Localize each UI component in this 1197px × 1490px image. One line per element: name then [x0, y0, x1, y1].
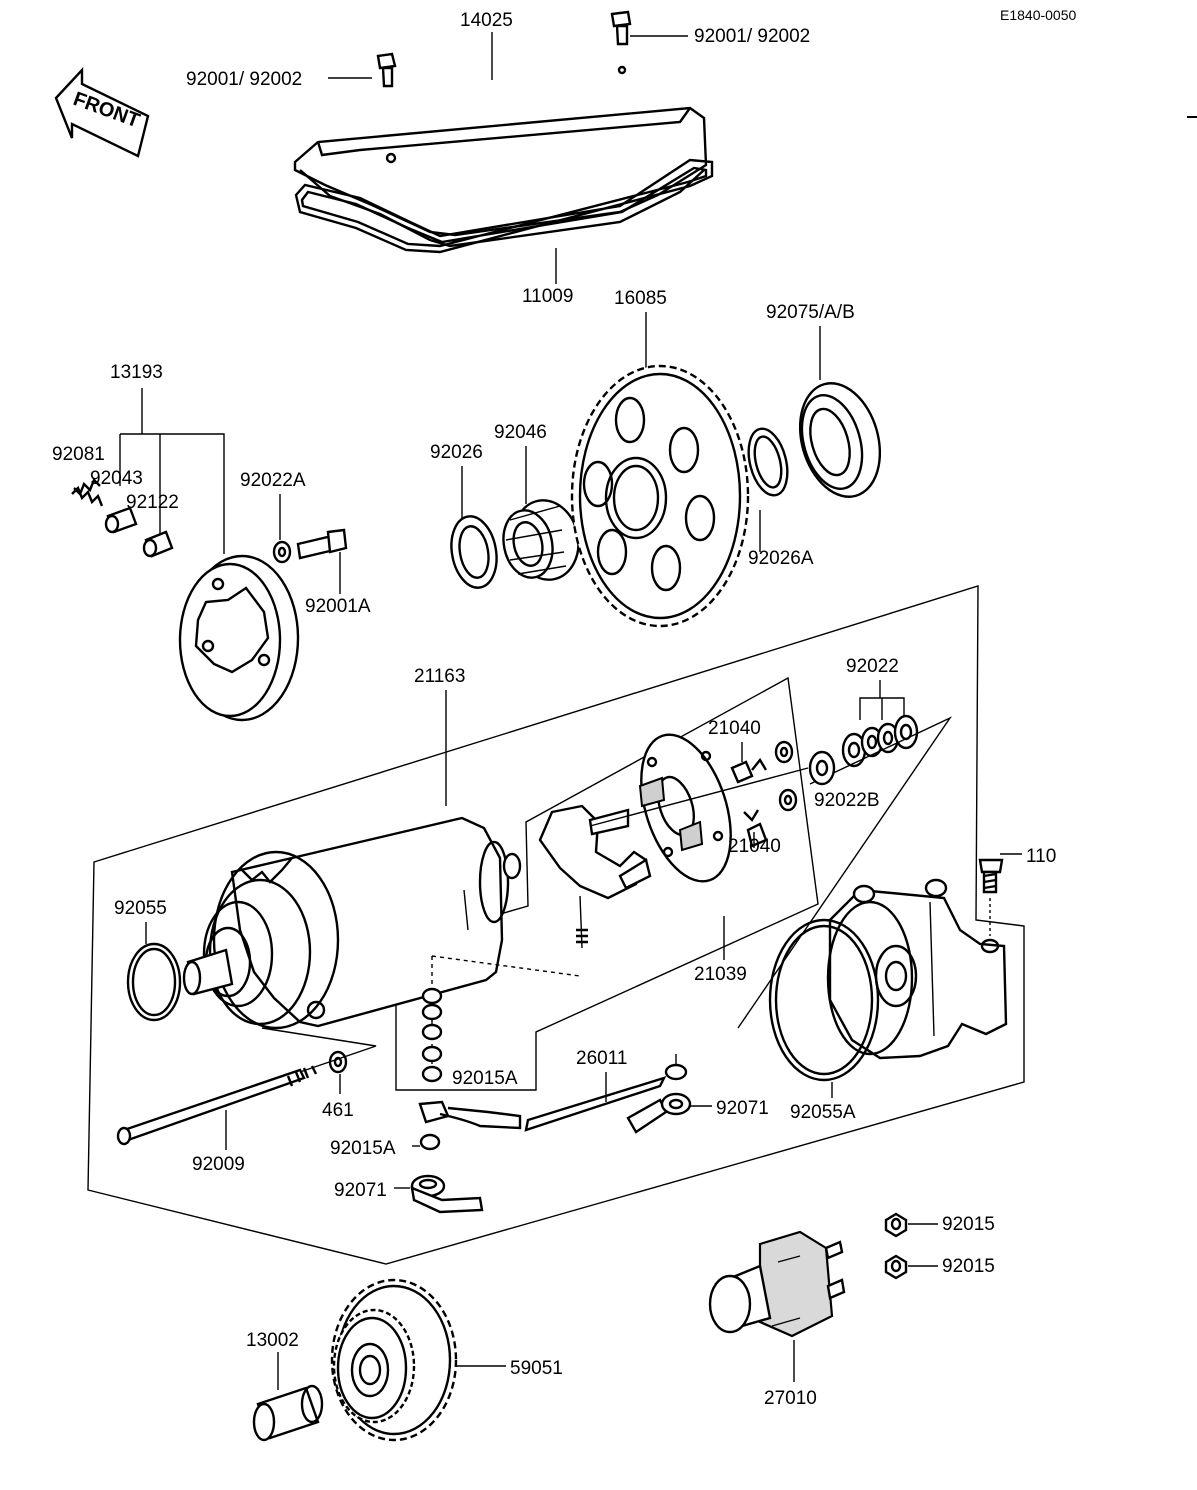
- label-92055: 92055: [114, 898, 167, 919]
- cylinder-head-cover: [293, 65, 708, 248]
- label-92015-lower: 92015: [942, 1256, 995, 1277]
- label-92026A: 92026A: [748, 548, 814, 569]
- terminal-nut-a: [774, 740, 794, 764]
- label-92081: 92081: [52, 444, 105, 465]
- o-ring-92055A: [768, 918, 880, 1082]
- banjo-bolt-92071-left: [410, 1174, 484, 1214]
- plunger-92043: [104, 506, 138, 534]
- through-bolt-bracket: [261, 1027, 377, 1073]
- label-26011: 26011: [576, 1048, 627, 1069]
- spring-92081: [71, 477, 104, 507]
- label-92075-A-B: 92075/A/B: [766, 302, 855, 323]
- label-92022A: 92022A: [240, 470, 306, 491]
- washer-92022A: [272, 540, 292, 564]
- nut-92015-lower: [884, 1254, 908, 1280]
- label-27010: 27010: [764, 1388, 817, 1409]
- label-92022: 92022: [846, 656, 899, 677]
- roller-92122: [142, 530, 174, 558]
- label-92071-right: 92071: [716, 1098, 769, 1119]
- lead-wire-26011: [418, 1054, 688, 1132]
- washer-stack-92022: [841, 714, 919, 768]
- label-13193: 13193: [110, 362, 163, 383]
- label-21163: 21163: [414, 666, 465, 687]
- label-92001A: 92001A: [305, 596, 371, 617]
- starter-relay-27010: [708, 1230, 846, 1338]
- washer-92026A: [747, 427, 789, 497]
- cover-gasket: [294, 158, 714, 254]
- terminal-nut-b: [778, 788, 798, 812]
- label-14025: 14025: [460, 10, 513, 31]
- label-92043: 92043: [90, 468, 143, 489]
- label-92055A: 92055A: [790, 1102, 856, 1123]
- nut-92015-upper: [884, 1212, 908, 1238]
- label-92001-92002-top-right: 92001/ 92002: [694, 26, 810, 47]
- label-11009: 11009: [522, 286, 573, 307]
- bolt-110: [978, 858, 1004, 894]
- label-92046: 92046: [494, 422, 547, 443]
- shaft-13002: [252, 1384, 324, 1442]
- label-92022B: 92022B: [814, 790, 880, 811]
- label-92026: 92026: [430, 442, 483, 463]
- terminal-washer-stack: [421, 987, 443, 1083]
- washer-92026: [450, 515, 498, 589]
- leader-13193-bracket: [120, 433, 225, 554]
- banjo-bolt-92071-right: [626, 1092, 712, 1134]
- diagram-code: E1840-0050: [1000, 7, 1077, 23]
- terminal-axis-h: [431, 955, 581, 977]
- label-92071-left: 92071: [334, 1180, 387, 1201]
- label-92015A-upper: 92015A: [452, 1068, 518, 1089]
- washer-461: [328, 1050, 348, 1074]
- label-110: 110: [1026, 846, 1056, 867]
- front-arrow-icon: FRONT: [54, 66, 150, 158]
- starter-clutch-housing: [178, 554, 300, 722]
- cover-bolt-left: [376, 52, 397, 88]
- starter-gear-16085: [570, 364, 750, 628]
- nut-92015A-lower: [419, 1133, 441, 1151]
- label-461: 461: [322, 1100, 354, 1121]
- label-21040-bottom: 21040: [728, 836, 781, 857]
- washer-92022B: [808, 750, 836, 786]
- starter-end-cover: [826, 878, 1008, 1060]
- label-92001-92002-top-left: 92001/ 92002: [186, 69, 302, 90]
- needle-bearing-92046: [502, 499, 580, 581]
- label-21040-top: 21040: [708, 718, 761, 739]
- spacer-92075: [798, 382, 882, 498]
- label-92015A-lower: 92015A: [330, 1138, 396, 1159]
- shaft-line: [589, 767, 809, 827]
- label-13002: 13002: [246, 1330, 299, 1351]
- label-92122: 92122: [126, 492, 179, 513]
- o-ring-92055: [126, 942, 182, 1022]
- label-92015-upper: 92015: [942, 1214, 995, 1235]
- assembly-boundary: [87, 585, 1025, 1265]
- brush-holder-21039: [538, 804, 652, 949]
- label-92009: 92009: [192, 1154, 245, 1175]
- label-59051: 59051: [510, 1358, 563, 1379]
- brush-21040-top: [730, 757, 768, 784]
- starter-motor-body: [182, 816, 522, 1030]
- through-bolt-92009: [116, 1065, 318, 1146]
- label-21039: 21039: [694, 964, 747, 985]
- brush-21040-bottom: [743, 809, 768, 848]
- cover-bolt-right: [610, 10, 632, 46]
- bolt-92001A: [296, 528, 348, 560]
- idle-gear-59051: [330, 1278, 458, 1442]
- label-16085: 16085: [614, 288, 667, 309]
- end-cover-bracket: [737, 716, 953, 1029]
- brush-plate: [638, 733, 732, 883]
